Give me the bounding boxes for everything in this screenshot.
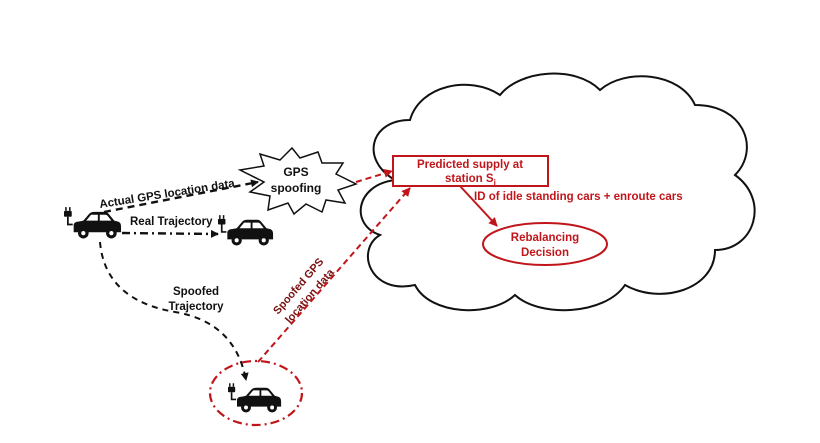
real-trajectory-arrow [121,229,219,238]
electric-car-icon-real [218,215,274,247]
supply-to-rebalancing-arrow [459,185,498,227]
electric-car-icon-spoofed [228,383,282,414]
actual-gps-label: Actual GPS location data [99,178,237,211]
spoofed-trajectory-label-line2: Trajectory [169,301,225,313]
electric-car-icon-source [64,207,122,240]
gps-spoofing-burst [237,146,358,216]
spoofed-trajectory-label-line1: Spoofed [173,286,219,298]
gps-spoofing-label-line1: GPS [283,165,308,179]
spoofed-gps-arrow [257,187,411,363]
rebalancing-decision-ellipse [482,222,608,266]
real-trajectory-label: Real Trajectory [130,216,213,228]
spoofed-car-highlight [208,359,304,427]
actual-gps-arrow [103,179,259,214]
predicted-supply-box [392,155,549,187]
rebalancing-label-line1: Rebalancing [511,232,579,244]
predicted-supply-label-line1: Predicted supply at [417,159,523,171]
id-idle-cars-label: ID of idle standing cars + enroute cars [474,191,683,203]
gps-spoofing-label-line2: spoofing [271,181,322,195]
predicted-supply-subscript: j [493,178,496,187]
spoof-to-supply-arrow [355,169,393,183]
predicted-supply-label-line2: station Sj [445,173,496,187]
spoofed-trajectory-path [99,241,249,381]
cloud-shape [359,72,756,312]
rebalancing-label-line2: Decision [521,247,569,259]
